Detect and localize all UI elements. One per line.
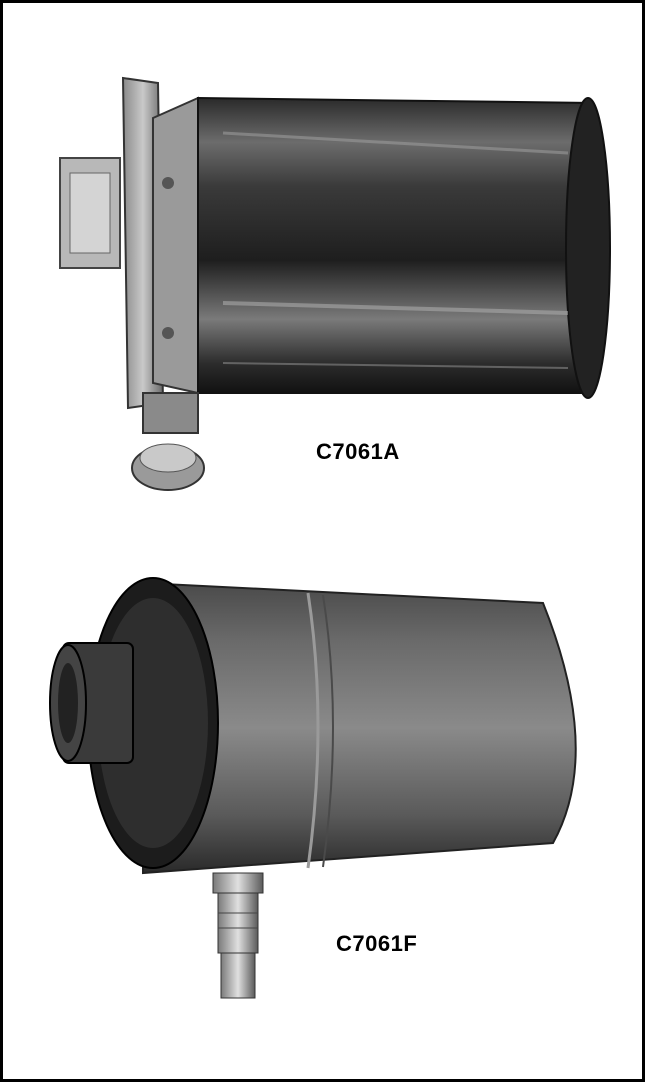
- c7061a-photo: [59, 76, 611, 491]
- c7061a-caption: C7061A: [316, 439, 400, 464]
- c7061f-caption: C7061F: [336, 931, 418, 956]
- c7061f-photo: [49, 577, 577, 999]
